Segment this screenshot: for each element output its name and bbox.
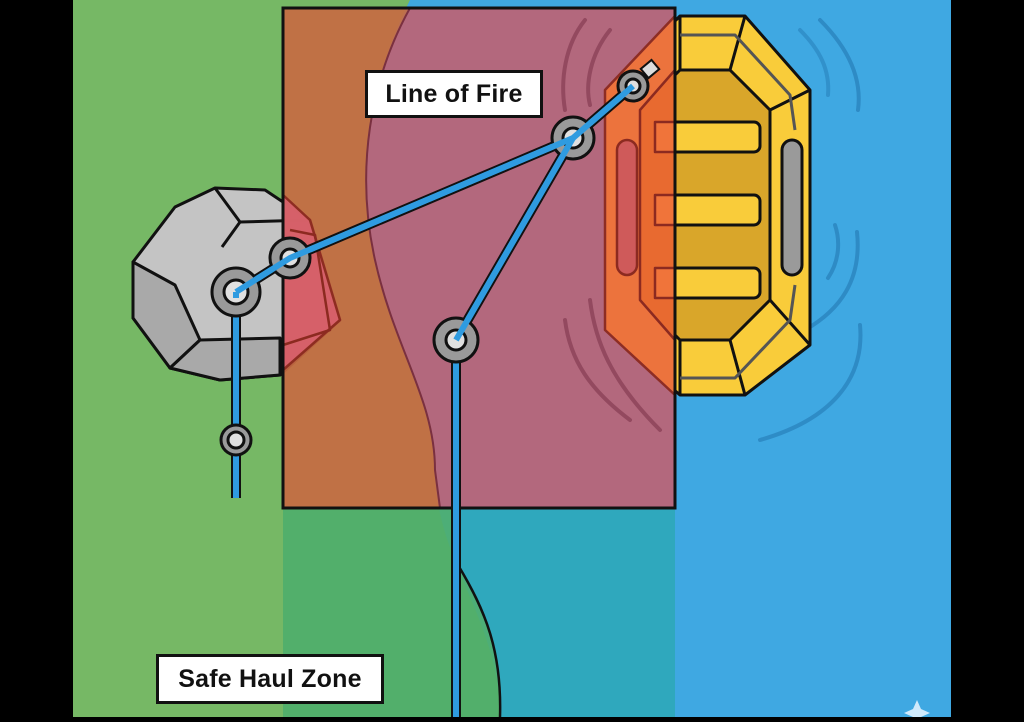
pulley-tail [219,423,253,457]
line-of-fire-label: Line of Fire [365,70,543,118]
sparkle-icon [904,700,930,722]
safe-haul-zone-label: Safe Haul Zone [156,654,384,704]
water-ripples [758,18,863,442]
